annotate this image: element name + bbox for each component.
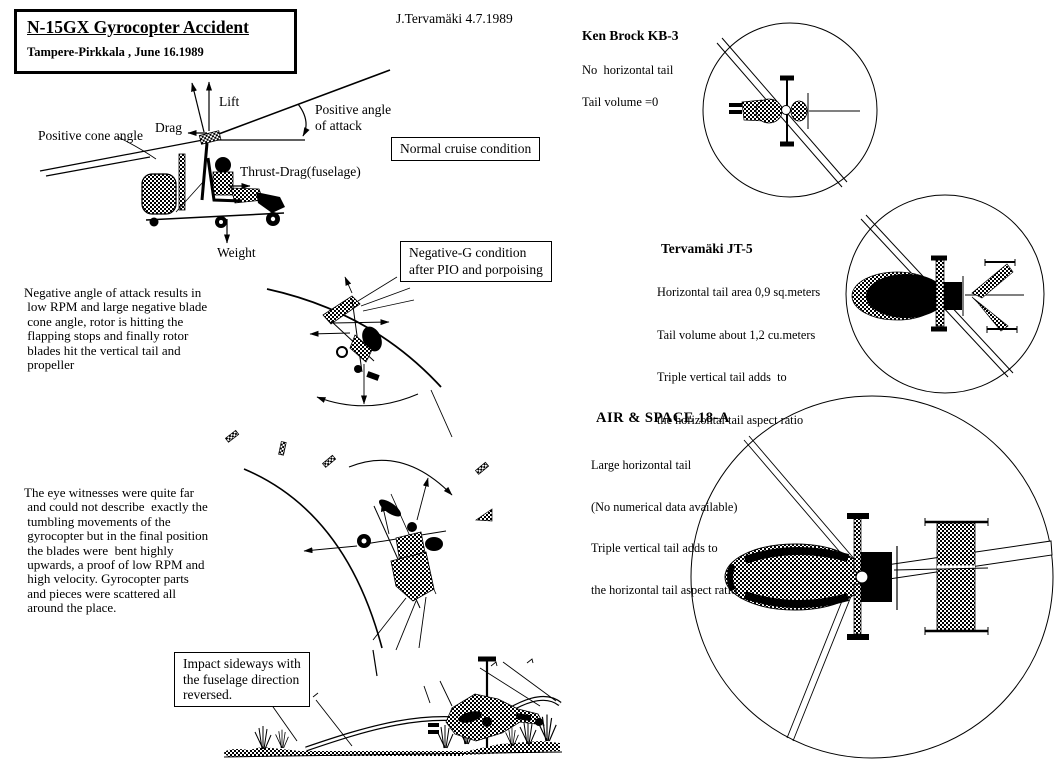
heading-18a: AIR & SPACE 18-A: [596, 410, 730, 426]
rotor-hub: [855, 570, 869, 584]
wheel: [336, 346, 348, 358]
mast: [200, 142, 209, 201]
rotor-blade-1: [748, 435, 863, 569]
lift-arrow-2: [191, 82, 205, 133]
airspace18a-top-view: [690, 395, 1054, 759]
horizontal-tail-upper: [971, 263, 1014, 299]
pilot-head: [781, 105, 791, 115]
label-weight: Weight: [217, 245, 256, 260]
seat-frame: [206, 157, 243, 203]
debris-lines: [267, 649, 557, 747]
paragraph-negative-angle: Negative angle of attack results in low …: [24, 285, 208, 373]
jt5-line: Tail volume about 1,2 cu.meters: [657, 327, 816, 342]
engine: [141, 173, 177, 215]
kb3-line: Tail volume =0: [582, 94, 659, 109]
title-box: N-15GX Gyrocopter Accident Tampere-Pirkk…: [14, 9, 297, 74]
rotor-blade: [322, 295, 361, 325]
engine: [790, 100, 808, 122]
tail-boom: [893, 567, 989, 571]
trajectory-arc-1: [266, 288, 442, 388]
rotor-blade-2: [792, 583, 857, 742]
keel: [145, 212, 285, 221]
a18-line: the horizontal tail aspect ratio: [591, 582, 738, 597]
a18-line: Triple vertical tail adds to: [591, 541, 718, 555]
jt5-line: Triple vertical tail adds to: [657, 370, 787, 384]
horizontal-tail-lower: [971, 296, 1009, 332]
torn-tail: [390, 551, 435, 602]
fuselage: [866, 274, 946, 318]
trajectory-arc-2: [243, 468, 383, 649]
rear-wheel: [149, 217, 159, 227]
rotor-hub: [198, 130, 222, 145]
callout-negative-g: Negative-G condition after PIO and porpo…: [400, 241, 552, 282]
vertical-tail: [178, 153, 186, 211]
gyrocopter-side-view: [39, 69, 391, 244]
mast: [935, 259, 945, 327]
heading-jt5: Tervamäki JT-5: [661, 241, 753, 256]
pilot-torso: [212, 171, 234, 196]
cone-angle-pointer-line: [117, 136, 157, 160]
jt5-notes: Horizontal tail area 0,9 sq.meters Tail …: [657, 268, 820, 456]
tumbling-gyrocopter-2: [224, 389, 493, 651]
paragraph-eye-witnesses: The eye witnesses were quite far and cou…: [24, 485, 209, 616]
crash-scene: [223, 649, 563, 758]
label-positive-cone-angle: Positive cone angle: [38, 128, 143, 143]
jt5-line: Horizontal tail area 0,9 sq.meters: [657, 285, 821, 299]
author-date: J.Tervamäki 4.7.1989: [396, 11, 513, 26]
canopy-frame: [743, 546, 850, 564]
a18-notes: Large horizontal tail (No numerical data…: [591, 441, 737, 625]
grass-tuft: [254, 725, 272, 750]
rotation-arrow-2: [348, 459, 453, 496]
label-lift: Lift: [219, 94, 240, 109]
wreckage: [445, 693, 545, 742]
tumbling-gyrocopter-1: [266, 276, 442, 407]
pilot-head: [215, 157, 231, 173]
pilot-body: [755, 98, 783, 124]
heading-kb3: Ken Brock KB-3: [582, 28, 679, 43]
kb3-top-view: [702, 22, 878, 198]
jt5-line: the horizontal tail aspect ratio: [657, 412, 804, 427]
label-thrust-drag: Thrust-Drag(fuselage): [240, 164, 361, 179]
a18-line: Large horizontal tail: [591, 458, 692, 472]
angle-of-attack-arc: [297, 103, 310, 137]
horizontal-tail: [936, 522, 976, 632]
flying-debris: [224, 429, 493, 522]
rotor-disc: [845, 194, 1045, 394]
callout-normal-cruise: Normal cruise condition: [391, 137, 541, 161]
kb3-notes: No horizontal tail Tail volume =0: [582, 46, 673, 127]
a18-line: (No numerical data available): [591, 499, 738, 514]
rotor-disc: [690, 395, 1054, 759]
jt5-top-view: [845, 194, 1045, 394]
rotor-disc: [702, 22, 878, 198]
ground-line: [223, 751, 563, 758]
page-title: N-15GX Gyrocopter Accident: [27, 17, 249, 37]
callout-impact: Impact sideways with the fuselage direct…: [174, 652, 310, 707]
mast: [853, 517, 862, 573]
label-drag: Drag: [155, 120, 182, 135]
label-positive-angle-of-attack: Positive angle of attack: [315, 102, 392, 133]
kb3-line: No horizontal tail: [582, 63, 674, 77]
rotation-arrow-1: [316, 393, 419, 407]
page-subtitle: Tampere-Pirkkala , June 16.1989: [27, 45, 204, 59]
